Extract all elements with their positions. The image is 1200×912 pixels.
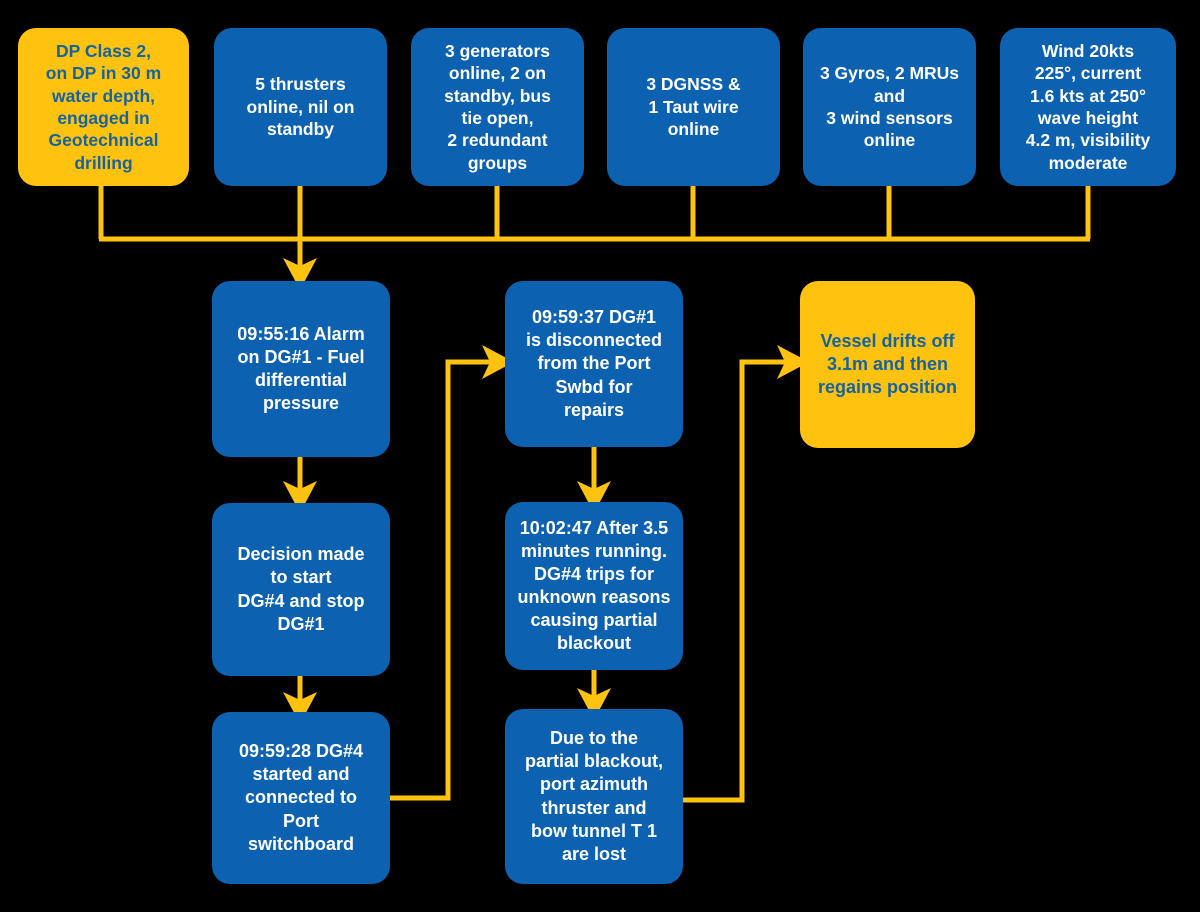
node-thrusters-label: 5 thrusters online, nil on standby [246, 74, 355, 140]
node-dg4-started-label: 09:59:28 DG#4 started and connected to P… [238, 741, 364, 854]
node-thrusters-lost[interactable]: Due to the partial blackout, port azimut… [505, 709, 683, 884]
node-generators-label: 3 generators online, 2 on standby, bus t… [444, 40, 551, 173]
node-environment-label: Wind 20kts 225°, current 1.6 kts at 250°… [1025, 40, 1151, 173]
node-dp-class[interactable]: DP Class 2, on DP in 30 m water depth, e… [18, 28, 189, 186]
arrow-dg4started-to-dg1disconnected [390, 345, 514, 801]
node-position-reference-label: 3 DGNSS & 1 Taut wire online [646, 74, 741, 140]
node-vessel-drifts-label: Vessel drifts off 3.1m and then regains … [817, 330, 958, 398]
node-sensors[interactable]: 3 Gyros, 2 MRUs and 3 wind sensors onlin… [803, 28, 976, 186]
node-position-reference[interactable]: 3 DGNSS & 1 Taut wire online [607, 28, 780, 186]
node-dg4-started[interactable]: 09:59:28 DG#4 started and connected to P… [212, 712, 390, 884]
arrow-thrusterslost-to-vesseldrifts [683, 345, 809, 803]
node-dp-class-label: DP Class 2, on DP in 30 m water depth, e… [45, 40, 162, 173]
node-dg4-trips-label: 10:02:47 After 3.5 minutes running. DG#4… [517, 517, 671, 654]
node-decision-label: Decision made to start DG#4 and stop DG#… [237, 544, 365, 634]
node-dg4-trips[interactable]: 10:02:47 After 3.5 minutes running. DG#4… [505, 502, 683, 670]
node-generators[interactable]: 3 generators online, 2 on standby, bus t… [411, 28, 584, 186]
node-dg1-disconnected[interactable]: 09:59:37 DG#1 is disconnected from the P… [505, 281, 683, 447]
node-alarm-label: 09:55:16 Alarm on DG#1 - Fuel differenti… [237, 323, 365, 414]
node-decision[interactable]: Decision made to start DG#4 and stop DG#… [212, 503, 390, 676]
node-dg1-disconnected-label: 09:59:37 DG#1 is disconnected from the P… [525, 307, 663, 420]
node-thrusters[interactable]: 5 thrusters online, nil on standby [214, 28, 387, 186]
node-thrusters-lost-label: Due to the partial blackout, port azimut… [524, 728, 664, 864]
node-vessel-drifts[interactable]: Vessel drifts off 3.1m and then regains … [800, 281, 975, 448]
node-alarm[interactable]: 09:55:16 Alarm on DG#1 - Fuel differenti… [212, 281, 390, 457]
context-bus-stubs [98, 186, 1091, 239]
node-sensors-label: 3 Gyros, 2 MRUs and 3 wind sensors onlin… [819, 63, 960, 151]
node-environment[interactable]: Wind 20kts 225°, current 1.6 kts at 250°… [1000, 28, 1176, 186]
